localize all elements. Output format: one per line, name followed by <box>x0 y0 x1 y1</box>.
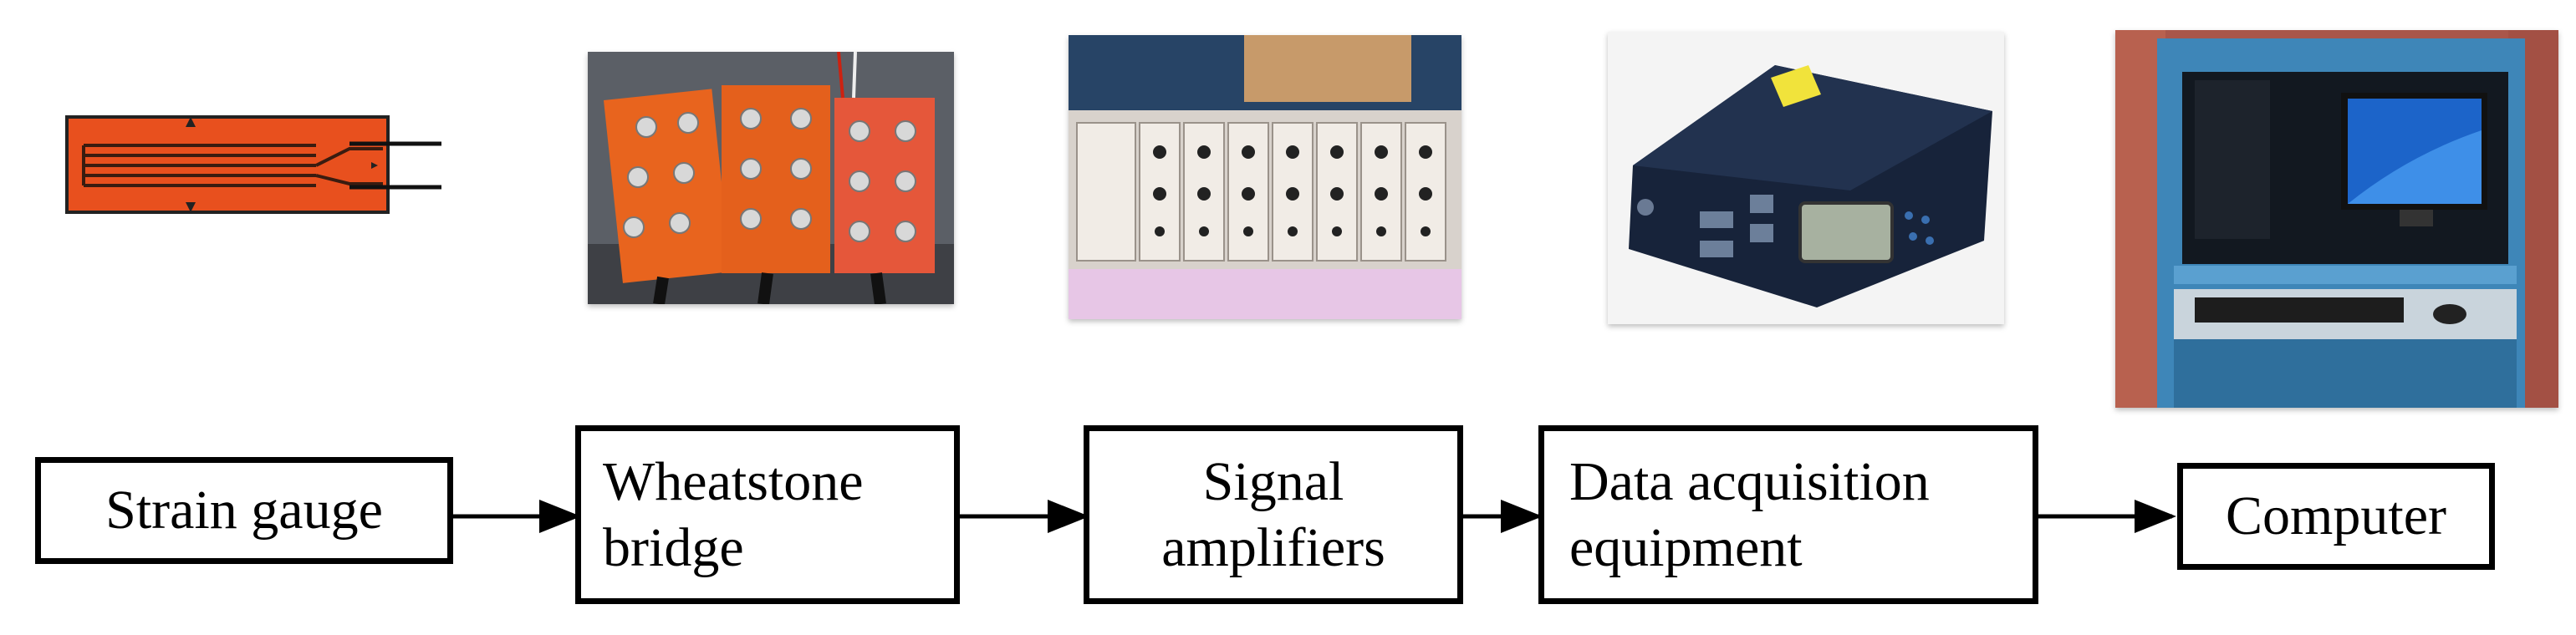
signal-amplifier-rack-photo <box>1069 35 1461 319</box>
data-acquisition-box: Data acquisition equipment <box>1538 425 2038 604</box>
strain-gauge-label: Strain gauge <box>105 480 383 541</box>
data-acquisition-label-line2: equipment <box>1569 517 1803 578</box>
signal-amplifiers-label-line2: amplifiers <box>1161 517 1385 578</box>
wheatstone-bridge-label-line1: Wheatstone <box>603 450 864 512</box>
wheatstone-bridge-box: Wheatstone bridge <box>575 425 960 604</box>
signal-amplifiers-label-line1: Signal <box>1202 450 1344 512</box>
data-acquisition-label-line1: Data acquisition <box>1569 450 1930 512</box>
strain-gauge-box: Strain gauge <box>35 457 453 564</box>
computer-box: Computer <box>2177 463 2495 570</box>
strain-gauge-icon <box>65 115 441 216</box>
wheatstone-bridge-photo <box>588 52 954 304</box>
computer-workstation-photo <box>2115 30 2558 408</box>
computer-label: Computer <box>2226 485 2446 547</box>
wheatstone-bridge-label-line2: bridge <box>603 517 744 578</box>
data-acquisition-unit-photo <box>1608 32 2004 324</box>
signal-amplifiers-box: Signal amplifiers <box>1084 425 1463 604</box>
